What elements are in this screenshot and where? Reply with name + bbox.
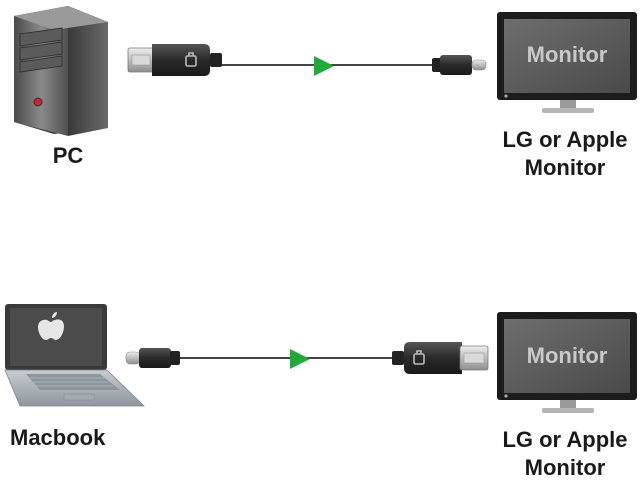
source-label-pc: PC xyxy=(52,143,84,168)
monitor-icon: Monitor xyxy=(497,12,637,113)
direction-arrow-icon xyxy=(290,349,310,369)
usb-c-plug-icon xyxy=(125,348,180,368)
monitor-screen-text: Monitor xyxy=(527,343,608,368)
target-label-monitor-bottom: LG or Apple Monitor xyxy=(490,426,640,482)
displayport-plug-icon xyxy=(392,342,489,374)
direction-arrow-icon xyxy=(314,56,334,76)
laptop-icon xyxy=(4,304,145,407)
target-label-line1: LG or Apple xyxy=(502,427,628,452)
target-label-line1: LG or Apple xyxy=(502,127,628,152)
target-label-monitor-top: LG or Apple Monitor xyxy=(490,126,640,182)
source-label-macbook: Macbook xyxy=(10,425,106,450)
target-label-line2: Monitor xyxy=(524,155,606,180)
displayport-plug-icon xyxy=(127,44,222,76)
usb-c-plug-icon xyxy=(432,55,487,75)
pc-tower-icon xyxy=(14,6,108,136)
apple-logo-icon xyxy=(38,312,64,340)
target-label-line2: Monitor xyxy=(524,455,606,480)
monitor-screen-text: Monitor xyxy=(527,42,608,67)
monitor-icon: Monitor xyxy=(497,312,637,413)
